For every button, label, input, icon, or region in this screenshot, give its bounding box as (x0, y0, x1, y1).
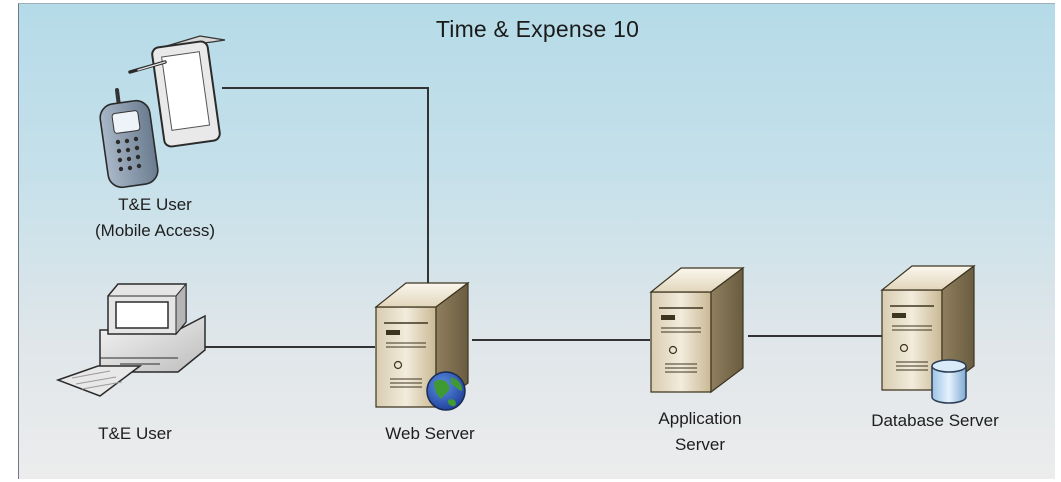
desktop-user-label: T&E User (98, 424, 172, 443)
connector-mobile-to-web (222, 87, 429, 292)
desktop-computer-icon (55, 282, 206, 397)
globe-icon (426, 371, 466, 411)
application-server-label-line2: Server (674, 435, 726, 454)
mobile-user-label-line2: (Mobile Access) (95, 221, 215, 240)
application-server-label-line1: Application (658, 409, 742, 428)
mobile-user-label: T&E User (Mobile Access) (70, 192, 240, 244)
database-cylinder-icon (931, 359, 967, 404)
application-server-label: Application Server (620, 406, 780, 458)
connectors (205, 87, 882, 348)
database-server-label: Database Server (871, 411, 999, 430)
tablet-icon (128, 35, 226, 148)
mobile-user-label-line1: T&E User (118, 195, 192, 214)
diagram-title: Time & Expense 10 (435, 16, 640, 42)
cell-phone-icon (99, 88, 159, 189)
web-server-label: Web Server (385, 424, 475, 443)
application-server-icon (650, 267, 744, 393)
